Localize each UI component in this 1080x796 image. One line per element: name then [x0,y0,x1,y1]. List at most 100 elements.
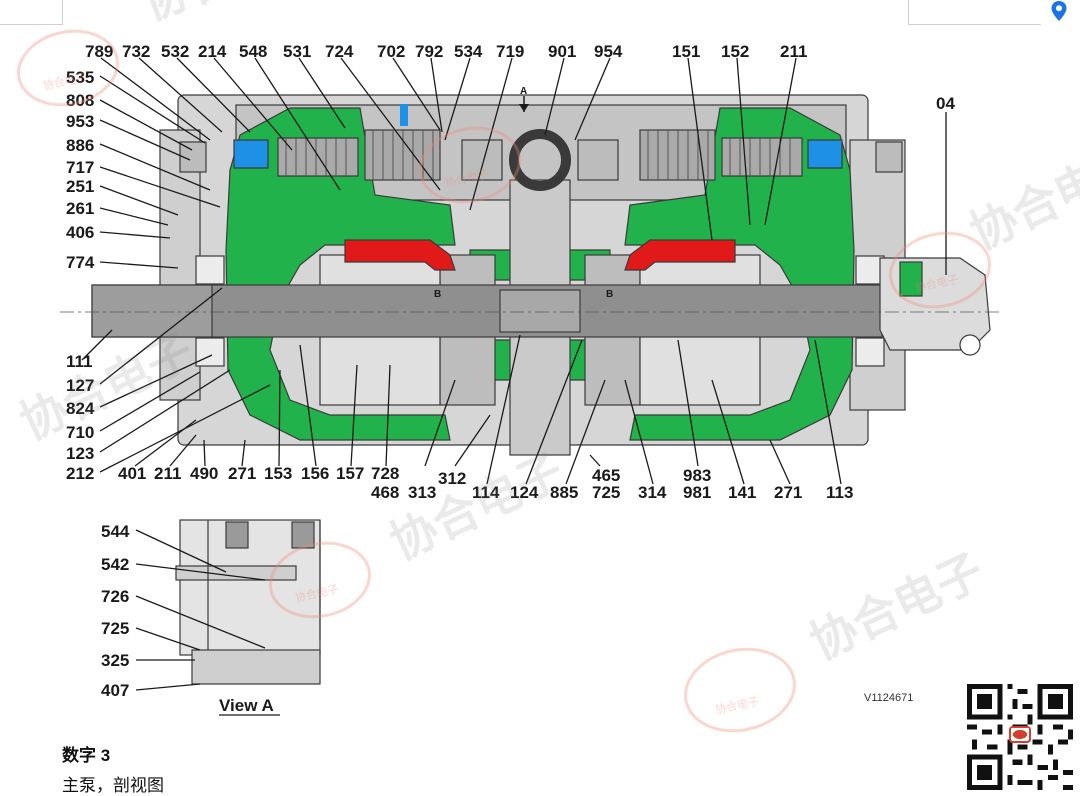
port-ring [509,129,571,191]
piston-left [344,239,456,271]
part-label: 774 [66,253,95,272]
part-label: 271 [228,464,256,483]
part-label: 702 [377,42,405,61]
part-label: 211 [154,464,181,483]
watermark-text: 协合电子 [714,694,760,717]
bolt-head-right [875,141,903,173]
seal-left-blue [233,139,269,169]
part-label: 465 [592,466,620,485]
part-label: 532 [161,42,189,61]
view-a-rod [175,565,297,581]
part-label: 04 [936,94,955,113]
view-a-title: View A [219,696,274,715]
part-label: 211 [780,42,807,61]
part-label: 954 [594,42,623,61]
part-label: 732 [122,42,150,61]
part-label: 271 [774,483,802,502]
part-label: 789 [85,42,113,61]
part-label: 325 [101,651,129,670]
bottom-row-labels: 127 824 710 123 212 401 211 490 271 153 … [66,376,853,502]
part-label: 953 [66,112,94,131]
part-label: 725 [101,619,129,638]
part-label: 531 [283,42,311,61]
part-label: 725 [592,483,620,502]
part-label: 792 [415,42,443,61]
view-a-inset: 544 542 726 725 325 407 View A [101,519,321,716]
qr-code [967,684,1073,790]
part-label: 885 [550,483,578,502]
bearing-left-top [195,255,225,285]
top-row-labels: 789 732 532 214 548 531 724 702 792 534 … [85,42,955,113]
part-label: 157 [336,464,364,483]
part-label: 123 [66,444,94,463]
watermark-stamp: 协合电子 [684,647,796,733]
page-corner-top-left [0,0,63,25]
part-label: 534 [454,42,483,61]
port-fitting-left [461,139,503,181]
part-label: 808 [66,91,94,110]
seal-right-blue [807,139,843,169]
part-label: 710 [66,423,94,442]
part-label: 981 [683,483,711,502]
leader-lines [81,57,947,485]
part-label: 468 [371,483,399,502]
bearing-right-top [855,255,885,285]
part-label: 542 [101,555,129,574]
part-label: 313 [408,483,436,502]
watermark-text: 协合电子 [135,0,326,30]
watermark-text: 协合电子 [962,133,1080,260]
page-corner-top-right [908,0,1041,25]
view-a-base [191,649,321,685]
shaft-coupling [499,289,581,333]
part-label: 214 [198,42,227,61]
bearing-right-bottom [855,337,885,367]
regulator-knob [959,334,981,356]
regulator-green-insert [899,261,923,297]
view-a-leaders [135,529,266,691]
view-a-marker: A [520,86,527,97]
part-label: 983 [683,466,711,485]
part-label: 156 [301,464,329,483]
part-label: 127 [66,376,94,395]
watermark-text: 协合电子 [802,543,992,670]
part-label: 114 [472,483,500,502]
spring-right-outer [721,137,803,177]
pump-drawing: A B B [60,86,1000,456]
figure-title: 数字 3 [62,746,111,765]
part-label: 719 [496,42,524,61]
part-label: 724 [325,42,354,61]
part-label: 151 [672,42,700,61]
view-a-arrowhead [519,104,529,112]
part-label: 901 [548,42,576,61]
seal-top-blue [400,104,408,126]
watermark-text: 协合电子 [42,70,88,93]
part-label: 726 [101,587,129,606]
part-label: 717 [66,158,94,177]
part-label: 124 [510,483,539,502]
part-label: 407 [101,681,129,700]
view-a-bolt-left [225,521,249,549]
part-label: 535 [66,68,94,87]
part-label: 406 [66,223,94,242]
section-b-marker-right: B [606,289,613,300]
drawing-code: V1124671 [864,692,914,704]
part-label: 490 [190,464,218,483]
piston-right [624,239,736,271]
section-b-marker-left: B [434,289,441,300]
part-label: 728 [371,464,399,483]
bearing-left-bottom [195,337,225,367]
part-label: 152 [721,42,749,61]
drive-shaft [91,284,883,338]
part-label: 153 [264,464,292,483]
part-label: 212 [66,464,94,483]
view-a-bolt-right [291,521,315,549]
part-label: 251 [66,177,94,196]
map-pin-icon[interactable] [1046,0,1072,22]
part-label: 261 [66,199,94,218]
part-label: 401 [118,464,146,483]
shaft-input-end [91,284,213,338]
left-column-labels: 535 808 953 886 717 251 261 406 774 111 [66,68,95,371]
port-fitting-right [577,139,619,181]
watermark-text: 协合电子 [382,443,572,570]
